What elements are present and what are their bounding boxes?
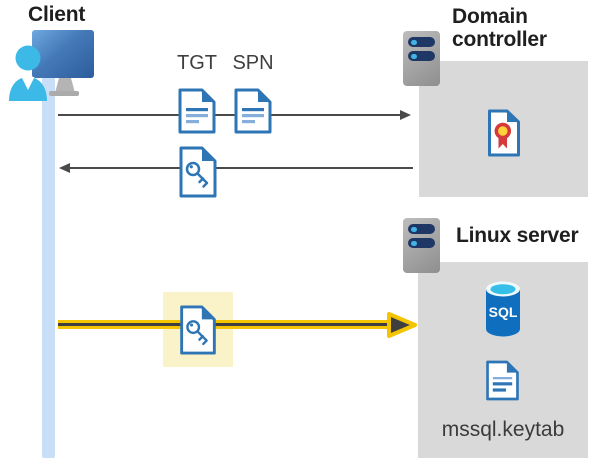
monitor-stand [55, 78, 75, 93]
server-led [411, 39, 417, 45]
linux-server-icon [403, 218, 440, 273]
server-bar [408, 37, 435, 47]
server-bar [408, 238, 435, 248]
person-icon [9, 45, 47, 101]
server-led [411, 240, 417, 246]
arrow-client-to-dc-head [400, 110, 411, 120]
tgt-label: TGT [177, 52, 217, 74]
arrow-dc-to-client-head [59, 163, 70, 173]
key-document-icon [179, 146, 217, 198]
certificate-icon [488, 109, 520, 157]
monitor-stand-base [49, 91, 79, 96]
keytab-document-icon [486, 360, 519, 401]
key-document-highlight-icon [180, 305, 216, 355]
sql-database-icon: SQL [486, 281, 520, 337]
linux-server-label: Linux server [456, 224, 579, 247]
tgt-document-icon [178, 88, 216, 134]
arrow-client-to-linux-head [387, 312, 417, 338]
keytab-label: mssql.keytab [441, 418, 565, 441]
arrow-client-to-dc [58, 114, 402, 116]
arrow-client-to-linux [58, 320, 389, 329]
client-label: Client [28, 3, 86, 26]
server-bar [408, 224, 435, 234]
server-bar [408, 51, 435, 61]
sql-text: SQL [489, 304, 518, 320]
domain-controller-server-icon [403, 31, 440, 86]
arrow-client-to-linux-core [58, 323, 389, 326]
server-led [411, 226, 417, 232]
spn-label: SPN [232, 52, 274, 74]
monitor-icon [32, 30, 94, 78]
client-timeline [42, 74, 55, 458]
spn-document-icon [234, 88, 272, 134]
arrow-dc-to-client [69, 167, 413, 169]
domain-controller-label: Domain controller [452, 5, 547, 51]
server-led [411, 53, 417, 59]
